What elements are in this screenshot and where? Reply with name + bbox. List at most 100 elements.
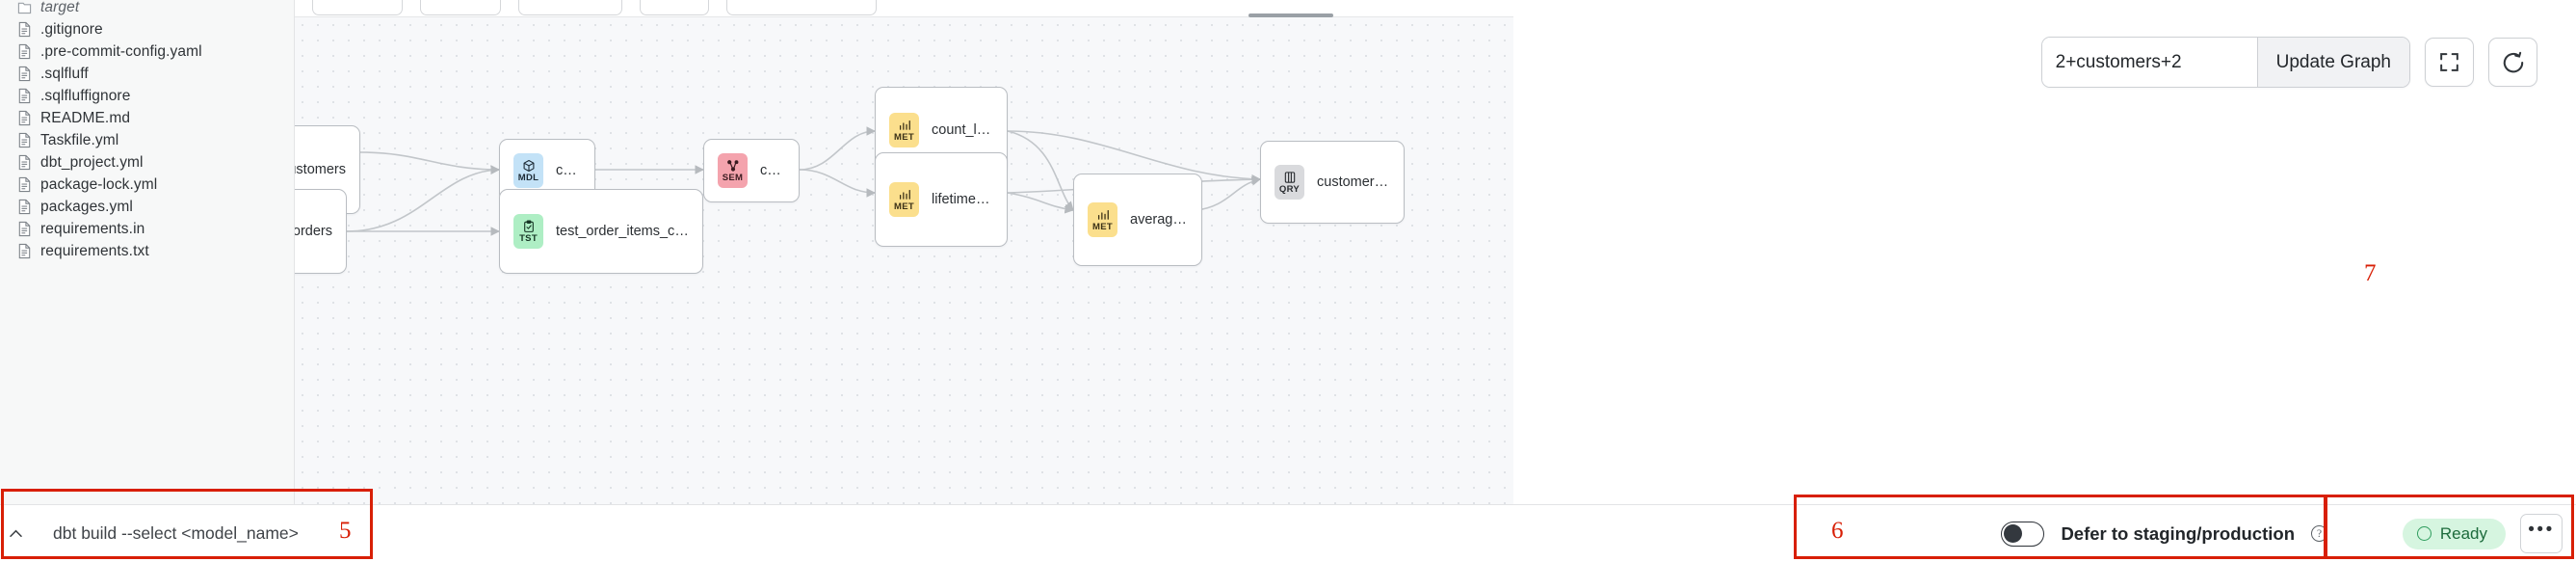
defer-toggle-zone[interactable]: Defer to staging/production ? [1957, 505, 2327, 562]
file-list-item[interactable]: .gitignore [0, 18, 294, 40]
file-list-item[interactable]: requirements.in [0, 218, 294, 240]
graph-node-label: customers [556, 163, 581, 178]
bar-chart-icon [898, 118, 911, 132]
node-type-badge-label: MET [894, 132, 914, 144]
chevron-up-icon[interactable] [0, 505, 32, 562]
editor-tab[interactable] [312, 0, 403, 15]
file-icon [17, 110, 32, 126]
bar-chart-icon [1096, 207, 1110, 222]
graph-toolbar: Update Graph [2040, 37, 2537, 88]
file-list-item[interactable]: .sqlfluffignore [0, 85, 294, 107]
node-type-badge-sem: SEM [718, 153, 748, 188]
file-icon [17, 176, 32, 193]
annotation-number-6: 6 [1831, 518, 1844, 544]
selector-control-group: Update Graph [2040, 37, 2410, 88]
file-list-item[interactable]: target [0, 0, 294, 18]
file-icon [17, 43, 32, 60]
folder-icon [17, 0, 32, 15]
refresh-icon[interactable] [2488, 38, 2537, 87]
graph-node-label: customer_order_metrics [1317, 174, 1390, 190]
file-icon [17, 132, 32, 148]
file-icon [17, 66, 32, 82]
file-icon [17, 154, 32, 171]
file-name: .sqlfluffignore [40, 87, 131, 104]
file-list-item[interactable]: .pre-commit-config.yaml [0, 40, 294, 63]
status-zone: Ready ••• [2402, 505, 2563, 562]
editor-tab[interactable] [640, 0, 709, 15]
circle-icon [2416, 526, 2431, 541]
file-list-item[interactable]: .sqlfluff [0, 63, 294, 85]
graph-node[interactable]: SEM customers [703, 139, 800, 202]
graph-canvas[interactable]: stg_customersorders MDL customersTST test_o… [295, 17, 1513, 504]
file-name: .gitignore [40, 20, 103, 38]
editor-tab[interactable] [726, 0, 877, 15]
node-type-badge-label: MET [1092, 222, 1113, 233]
graph-node[interactable]: orders [295, 189, 347, 274]
graph-selector-input[interactable] [2041, 38, 2257, 87]
annotation-number-7-label: 7 [2364, 260, 2377, 286]
graph-node-label: stg_customers [295, 162, 346, 177]
editor-tab-strip[interactable] [295, 0, 1513, 17]
file-list-item[interactable]: package-lock.yml [0, 174, 294, 196]
node-type-badge-label: MDL [517, 173, 539, 184]
node-type-badge-met: MET [889, 182, 919, 217]
status-bar: Defer to staging/production ? Ready ••• [0, 504, 2576, 562]
node-type-badge-qry: QRY [1275, 165, 1304, 200]
node-type-badge-label: MET [894, 201, 914, 213]
file-list: target .gitignore .pre-commit-config.yam… [0, 0, 294, 262]
node-type-badge-label: SEM [722, 173, 744, 184]
defer-toggle-switch[interactable] [2001, 521, 2045, 547]
toggle-knob [2004, 523, 2023, 543]
file-icon [17, 243, 32, 259]
ellipsis-icon[interactable]: ••• [2520, 514, 2563, 553]
file-icon [17, 88, 32, 104]
file-name: .sqlfluff [40, 65, 89, 82]
clipboard-check-icon [522, 219, 536, 233]
cube-icon [522, 158, 536, 173]
graph-node-label: count_lifetime_orders [932, 122, 993, 138]
graph-node-label: customers [760, 163, 785, 178]
file-explorer-sidebar[interactable]: target .gitignore .pre-commit-config.yam… [0, 0, 295, 504]
file-icon [17, 199, 32, 215]
saved-query-icon [1283, 170, 1297, 184]
file-list-item[interactable]: dbt_project.yml [0, 151, 294, 174]
file-name: README.md [40, 109, 131, 126]
node-type-badge-mdl: MDL [513, 153, 543, 188]
node-type-badge-label: TST [519, 233, 538, 245]
editor-tab[interactable] [420, 0, 501, 15]
status-badge[interactable]: Ready [2402, 518, 2506, 549]
node-type-badge-label: QRY [1278, 184, 1301, 196]
file-list-item[interactable]: requirements.txt [0, 240, 294, 262]
node-type-badge-met: MET [1088, 202, 1117, 237]
file-list-item[interactable]: README.md [0, 107, 294, 129]
file-name: .pre-commit-config.yaml [40, 42, 202, 60]
lineage-graph-panel: stg_customersorders MDL customersTST test_o… [295, 0, 2576, 504]
question-circle-icon[interactable]: ? [2311, 525, 2327, 542]
defer-label: Defer to staging/production [2061, 522, 2295, 544]
file-name: target [40, 0, 80, 15]
graph-node-label: orders [295, 224, 332, 239]
graph-node[interactable]: TST test_order_items_compute_to_bools… [499, 189, 703, 274]
file-list-item[interactable]: Taskfile.yml [0, 129, 294, 151]
fit-screen-icon[interactable] [2425, 38, 2474, 87]
file-icon [17, 21, 32, 38]
file-name: package-lock.yml [40, 175, 158, 193]
graph-node-label: test_order_items_compute_to_bools… [556, 224, 689, 239]
bar-chart-icon [898, 187, 911, 201]
node-type-badge-met: MET [889, 113, 919, 147]
file-name: requirements.in [40, 220, 145, 237]
update-graph-button[interactable]: Update Graph [2256, 38, 2409, 87]
file-name: packages.yml [40, 198, 133, 215]
graph-node[interactable]: QRY customer_order_metrics [1260, 141, 1405, 224]
dbt-command-input[interactable] [32, 505, 371, 562]
annotation-number-5: 5 [339, 518, 352, 544]
file-name: dbt_project.yml [40, 153, 144, 171]
file-list-item[interactable]: packages.yml [0, 196, 294, 218]
status-badge-label: Ready [2439, 523, 2487, 543]
editor-tab[interactable] [518, 0, 622, 15]
command-bar[interactable] [0, 505, 371, 562]
file-icon [17, 221, 32, 237]
